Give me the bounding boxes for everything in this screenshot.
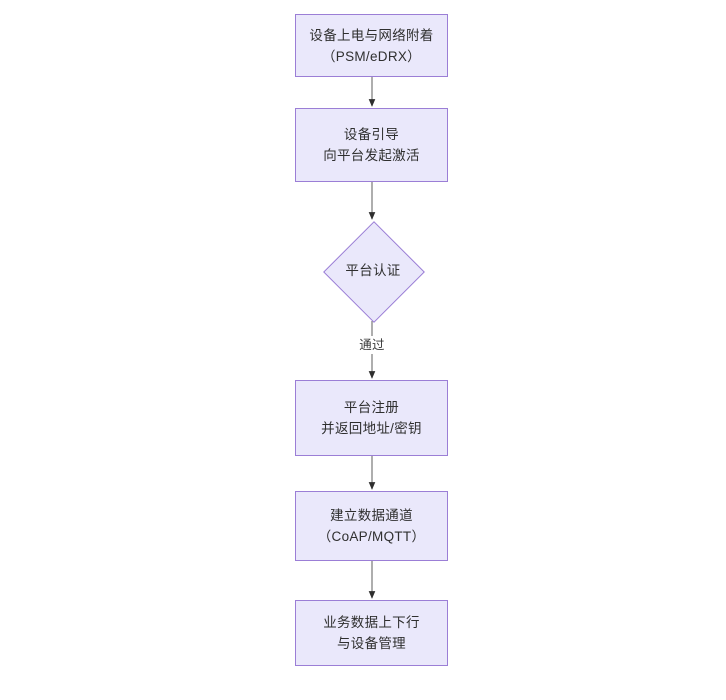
node-device-power-on[interactable]: 设备上电与网络附着 （PSM/eDRX） [295, 14, 448, 77]
node-label: 设备上电与网络附着 （PSM/eDRX） [309, 27, 434, 64]
node-business-data[interactable]: 业务数据上下行 与设备管理 [295, 600, 448, 666]
node-data-channel[interactable]: 建立数据通道 （CoAP/MQTT） [295, 491, 448, 561]
node-label: 设备引导 向平台发起激活 [323, 127, 420, 163]
node-label: 建立数据通道 （CoAP/MQTT） [317, 508, 426, 544]
edge-label-text: 通过 [359, 338, 385, 352]
node-label: 平台注册 并返回地址/密钥 [321, 400, 422, 436]
node-platform-registration[interactable]: 平台注册 并返回地址/密钥 [295, 380, 448, 456]
node-device-bootstrap[interactable]: 设备引导 向平台发起激活 [295, 108, 448, 182]
node-platform-authentication[interactable]: 平台认证 [323, 221, 425, 323]
node-label: 业务数据上下行 与设备管理 [323, 615, 420, 651]
node-label: 平台认证 [345, 263, 401, 278]
edge-label-pass: 通过 [356, 336, 388, 354]
